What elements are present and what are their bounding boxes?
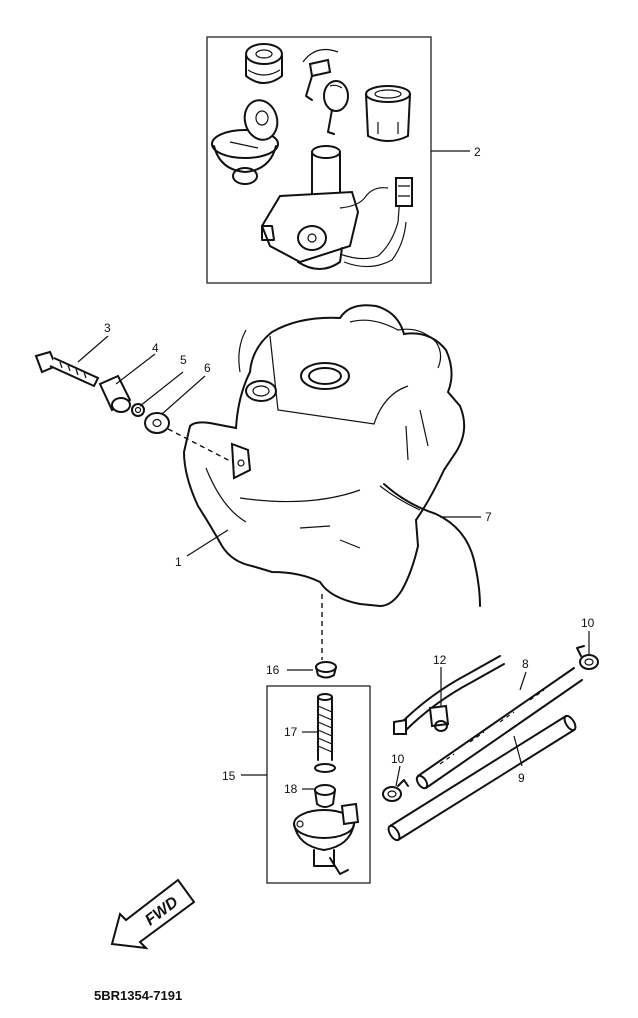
callout-line-6 [161,375,206,415]
callout-line-9 [513,735,523,767]
callout-line-1 [186,529,229,557]
collar-part [98,374,132,413]
fuel-cock-frame [266,685,371,884]
callout-4: 4 [152,341,159,355]
hose-long-part [415,667,583,790]
bolt-part [34,350,100,388]
drain-hose-clamp-part [393,655,505,735]
breather-hose-part [383,483,481,607]
callout-line-8 [519,671,527,691]
washer-large-part [144,412,170,434]
hose-short-part [387,714,577,842]
callout-15: 15 [222,769,236,783]
part-code: 5BR1354-7191 [94,988,182,1003]
clip-upper-part [576,645,599,670]
callout-16: 16 [266,663,280,677]
callout-2: 2 [474,145,481,159]
clip-part [315,661,337,679]
callout-line-5 [139,371,184,407]
washer-small-part [131,403,145,417]
fuel-tank-part [182,304,466,608]
switch-cover-part [365,85,411,142]
callout-8: 8 [522,657,529,671]
bolt-axis-line [167,428,233,463]
callout-5: 5 [180,353,187,367]
callout-10-lower: 10 [391,752,405,766]
fuel-cock-part [293,693,360,875]
callout-7: 7 [485,510,492,524]
callout-1: 1 [175,555,182,569]
key-set-frame [206,36,432,284]
clip-lower-part [382,779,409,802]
forward-arrow [110,878,196,950]
callout-10-upper: 10 [581,616,595,630]
callout-12: 12 [433,653,447,667]
callout-17: 17 [284,725,298,739]
tank-cap-part [211,99,279,185]
lock-cylinder-part [245,43,283,84]
keys-part [302,49,349,135]
callout-3: 3 [104,321,111,335]
callout-line-10-lower [395,765,401,787]
callout-18: 18 [284,782,298,796]
callout-9: 9 [518,771,525,785]
callout-line-3 [77,335,109,363]
callout-6: 6 [204,361,211,375]
callout-line-4 [115,353,156,385]
main-switch-part [260,145,413,270]
